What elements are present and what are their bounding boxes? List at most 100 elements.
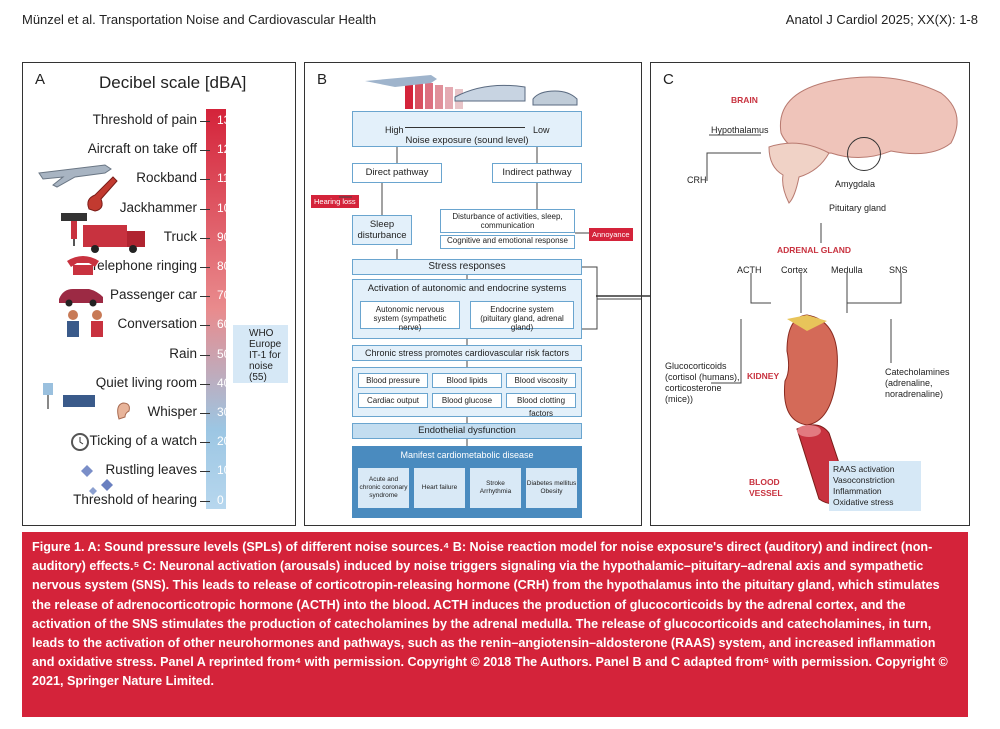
sns-label: SNS <box>889 265 908 275</box>
tick-mark <box>200 121 210 122</box>
conversation-icon <box>67 310 103 337</box>
endothelial-box: Endothelial dysfunction <box>352 423 582 439</box>
running-header-right: Anatol J Cardiol 2025; XX(X): 1-8 <box>785 12 978 27</box>
who-line: Europe <box>249 339 282 350</box>
tick-mark <box>200 325 210 327</box>
decibel-value: 20 <box>217 434 231 449</box>
catechol-line: noradrenaline) <box>885 389 944 399</box>
noise-source-label: Aircraft on take off <box>87 141 197 157</box>
adrenal-gland-label: ADRENAL GLAND <box>777 245 851 255</box>
disease-cell: Stroke Arrhythmia <box>470 468 521 508</box>
who-guideline-box: WHO Europe IT-1 for noise (55) <box>233 325 288 383</box>
endocrine-box: Endocrine system (pituitary gland, adren… <box>470 301 574 332</box>
jackhammer-icon <box>61 213 87 246</box>
watch-icon <box>71 433 89 451</box>
panel-b: B High Low Noise exposure (sound level) … <box>304 62 642 526</box>
decibel-value: 80 <box>217 259 231 273</box>
brain-label: BRAIN <box>731 95 758 105</box>
decibel-gradient-bar <box>206 109 226 509</box>
hypothalamus-label: Hypothalamus <box>711 125 769 135</box>
who-line: IT-1 for <box>249 350 281 361</box>
decibel-row: Telephone ringing 80 <box>23 258 295 276</box>
blood-vessel-label: BLOOD VESSEL <box>749 477 783 499</box>
gluco-line: (mice)) <box>665 394 693 404</box>
tick-mark <box>200 383 210 385</box>
effect-item: Oxidative stress <box>833 497 894 507</box>
acth-label: ACTH <box>737 265 762 275</box>
panel-b-label: B <box>317 71 328 88</box>
guitar-icon <box>87 176 118 212</box>
hearing-loss-tag: Hearing loss <box>311 195 359 208</box>
hypothalamus-icon <box>768 142 830 204</box>
autonomic-box: Autonomic nervous system (sympathetic ne… <box>360 301 460 332</box>
decibel-row: Quiet living room 40 <box>23 375 295 393</box>
panel-c-label: C <box>663 71 674 88</box>
who-line: noise <box>249 361 273 372</box>
decibel-row: Ticking of a watch 20 <box>23 433 295 451</box>
telephone-icon <box>67 256 99 275</box>
noise-source-label: Ticking of a watch <box>89 433 197 449</box>
tick-mark <box>200 296 210 298</box>
noise-source-label: Rustling leaves <box>105 462 197 478</box>
annoyance-tag: Annoyance <box>589 228 633 241</box>
vessel-line: BLOOD <box>749 477 780 487</box>
risk-factor-cell: Cardiac output <box>358 393 428 408</box>
glucocorticoids-text: Glucocorticoids (cortisol (humans), cort… <box>665 361 740 405</box>
effect-item: Vasoconstriction <box>833 475 895 485</box>
tick-mark <box>200 267 210 268</box>
axis-connectors <box>706 134 902 384</box>
disease-cell: Diabetes mellitus Obesity <box>526 468 577 508</box>
decibel-value: 50 <box>217 346 231 361</box>
decibel-value: 40 <box>217 375 231 390</box>
who-line: WHO <box>249 328 274 339</box>
tick-mark <box>200 442 210 444</box>
disease-cell: Acute and chronic coronary syndrome <box>358 468 409 508</box>
tick-mark <box>200 413 210 414</box>
panel-a-label: A <box>35 71 46 88</box>
effect-item: Inflammation <box>833 486 882 496</box>
medulla-label: Medulla <box>831 265 863 275</box>
noise-exposure-box <box>352 111 582 147</box>
disease-cell: Heart failure <box>414 468 465 508</box>
indirect-pathway-box: Indirect pathway <box>492 163 582 183</box>
noise-source-label: Rockband <box>136 170 197 186</box>
noise-source-label: Truck <box>163 228 197 244</box>
catechol-line: (adrenaline, <box>885 378 933 388</box>
risk-factor-cell: Blood lipids <box>432 373 502 388</box>
sleep-disturbance-box: Sleep disturbance <box>352 215 412 245</box>
catechol-line: Catecholamines <box>885 367 950 377</box>
noise-source-label: Rain <box>169 345 197 361</box>
figure-caption: Figure 1. A: Sound pressure levels (SPLs… <box>22 532 968 717</box>
tick-mark <box>200 237 210 239</box>
ear-icon <box>117 402 130 420</box>
pituitary-label: Pituitary gland <box>829 203 887 213</box>
decibel-row: Rockband 110 <box>23 170 295 188</box>
direct-pathway-box: Direct pathway <box>352 163 442 183</box>
risk-factor-cell: Blood pressure <box>358 373 428 388</box>
amygdala-circle <box>847 137 881 171</box>
kidney-label: KIDNEY <box>747 371 780 381</box>
high-low-line <box>405 127 525 128</box>
truck-icon <box>83 225 145 253</box>
panel-c: C BRAIN Hypothalamus CRH Amygdala Pituit… <box>650 62 970 526</box>
noise-source-label: Telephone ringing <box>90 258 197 273</box>
brain-icon <box>779 76 958 158</box>
noise-source-label: Quiet living room <box>95 374 197 390</box>
high-label: High <box>385 125 404 135</box>
manifest-disease-box: Manifest cardiometabolic disease Acute a… <box>352 446 582 518</box>
decibel-value: 110 <box>217 171 237 186</box>
crh-label: CRH <box>687 175 707 185</box>
decibel-value: 60 <box>217 317 231 332</box>
activation-label: Activation of autonomic and endocrine sy… <box>367 283 567 294</box>
decibel-value: 120 <box>217 142 238 157</box>
effects-box: RAAS activation Vasoconstriction Inflamm… <box>829 461 921 511</box>
gluco-line: corticosterone <box>665 383 722 393</box>
risk-factor-cell: Blood viscosity <box>506 373 576 388</box>
gluco-line: Glucocorticoids <box>665 361 727 371</box>
